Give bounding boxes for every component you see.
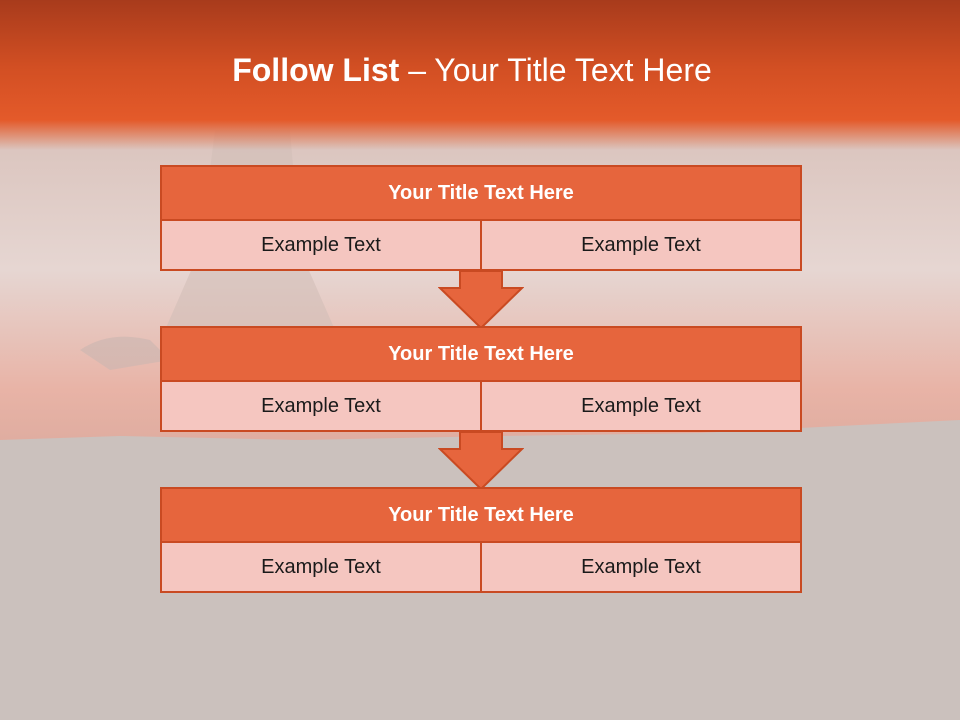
step-row-2: Example Text Example Text bbox=[160, 382, 802, 432]
step-3-left-text: Example Text bbox=[160, 543, 482, 593]
step-row-3: Example Text Example Text bbox=[160, 543, 802, 593]
step-title-2: Your Title Text Here bbox=[160, 326, 802, 382]
step-block-1: Your Title Text Here Example Text Exampl… bbox=[160, 165, 802, 271]
down-arrow-icon bbox=[438, 431, 524, 491]
step-3-right-text: Example Text bbox=[482, 543, 802, 593]
step-title-3: Your Title Text Here bbox=[160, 487, 802, 543]
slide-title-bold: Follow List bbox=[232, 52, 400, 88]
step-1-left-text: Example Text bbox=[160, 221, 482, 271]
step-2-left-text: Example Text bbox=[160, 382, 482, 432]
slide-title: Follow List – Your Title Text Here bbox=[0, 52, 944, 89]
step-2-right-text: Example Text bbox=[482, 382, 802, 432]
down-arrow-icon bbox=[438, 270, 524, 330]
slide-title-rest: – Your Title Text Here bbox=[399, 52, 712, 88]
step-block-3: Your Title Text Here Example Text Exampl… bbox=[160, 487, 802, 593]
step-row-1: Example Text Example Text bbox=[160, 221, 802, 271]
step-block-2: Your Title Text Here Example Text Exampl… bbox=[160, 326, 802, 432]
step-title-1: Your Title Text Here bbox=[160, 165, 802, 221]
step-1-right-text: Example Text bbox=[482, 221, 802, 271]
title-banner bbox=[0, 0, 960, 150]
